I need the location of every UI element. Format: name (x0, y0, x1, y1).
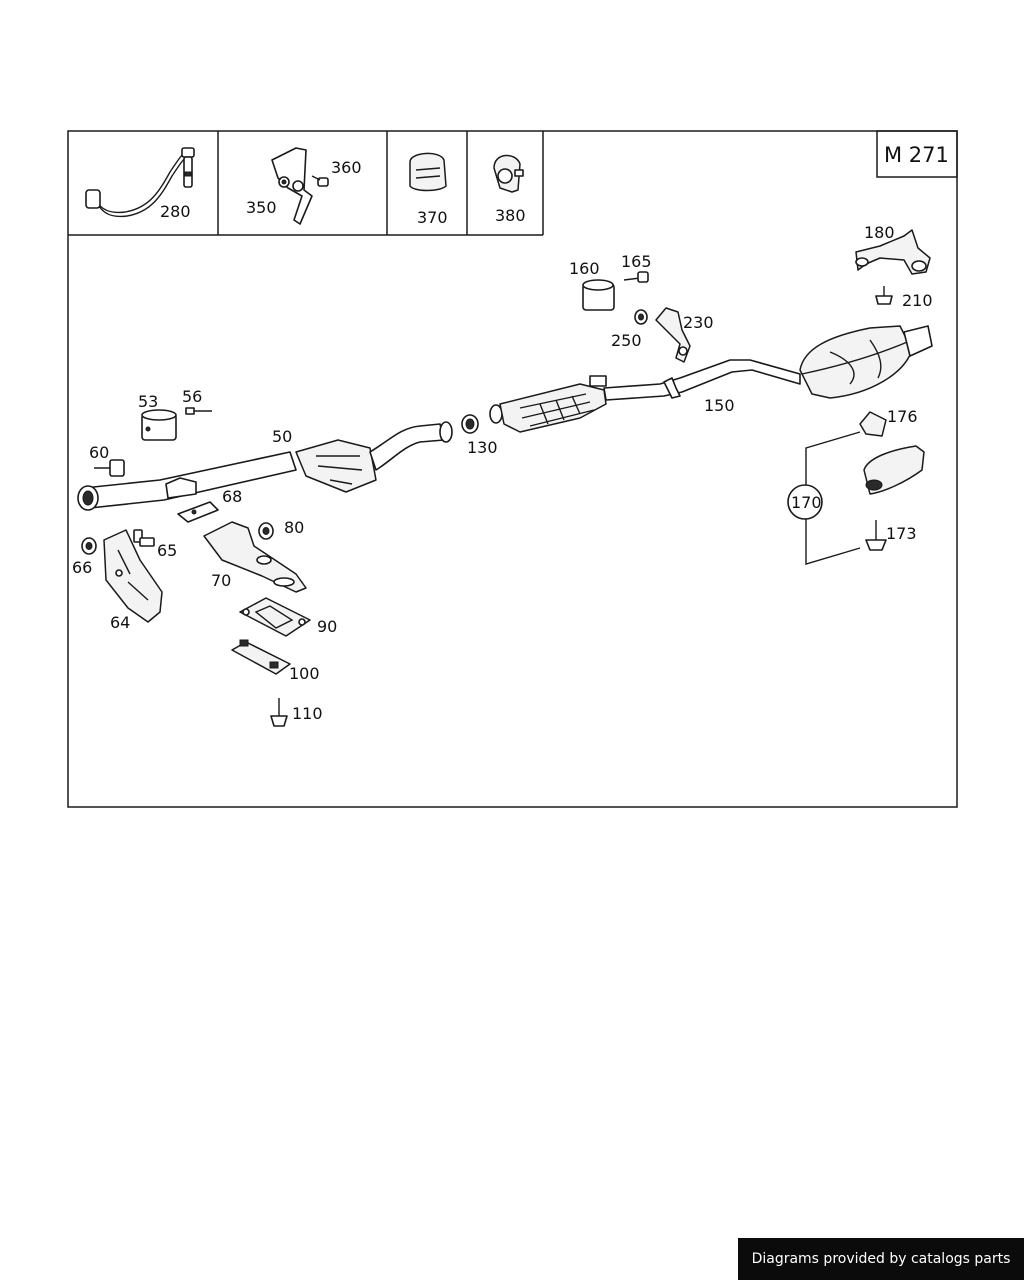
clamp-370-part (409, 152, 447, 192)
clamp-130-part (461, 414, 479, 434)
label-56: 56 (182, 387, 202, 406)
label-170: 170 (791, 493, 822, 512)
diagram-frame (67, 130, 958, 808)
label-165: 165 (621, 252, 652, 271)
nut-80-part (258, 522, 274, 540)
bolt-360-part (311, 175, 329, 187)
bracket-350-part (271, 147, 313, 225)
label-250: 250 (611, 331, 642, 350)
bolt-110-part (270, 698, 288, 727)
label-68: 68 (222, 487, 242, 506)
label-70: 70 (211, 571, 231, 590)
label-210: 210 (902, 291, 933, 310)
label-90: 90 (317, 617, 337, 636)
plate-90-part (239, 597, 311, 637)
label-53: 53 (138, 392, 158, 411)
label-150: 150 (704, 396, 735, 415)
nut-66-part (81, 537, 97, 555)
label-50: 50 (272, 427, 292, 446)
label-100: 100 (289, 664, 320, 683)
label-66: 66 (72, 558, 92, 577)
label-80: 80 (284, 518, 304, 537)
label-280: 280 (160, 202, 191, 221)
tailpipe-trim-part (863, 445, 925, 495)
label-370: 370 (417, 208, 448, 227)
clamp-380-part (493, 154, 524, 193)
screw-173-part (865, 520, 887, 551)
rubber-mount-160-part (582, 279, 615, 311)
label-230: 230 (683, 313, 714, 332)
diagram-code-box (876, 130, 958, 178)
bracket-230-part (655, 307, 691, 363)
label-64: 64 (110, 613, 130, 632)
label-160: 160 (569, 259, 600, 278)
heat-shield-64-part (103, 529, 163, 623)
hanger-strap-70-part (203, 521, 307, 593)
front-pipe-50-part (77, 421, 453, 511)
label-176: 176 (887, 407, 918, 426)
label-65: 65 (157, 541, 177, 560)
bolt-210-part (875, 286, 893, 305)
clip-68-part (177, 501, 219, 523)
label-60: 60 (89, 443, 109, 462)
diagram-code: M 271 (884, 143, 949, 167)
tailpipe-group-170 (787, 431, 861, 565)
oxygen-sensor-part (85, 147, 195, 218)
rear-muffler-part (799, 325, 933, 399)
clip-176-part (859, 411, 887, 437)
label-130: 130 (467, 438, 498, 457)
label-380: 380 (495, 206, 526, 225)
bolt-60-part (94, 459, 125, 477)
bolt-165-part (623, 271, 649, 283)
hanger-180-part (855, 229, 931, 275)
bolt-56-part (185, 407, 212, 415)
label-180: 180 (864, 223, 895, 242)
label-173: 173 (886, 524, 917, 543)
middle-pipe-150-part (489, 359, 801, 433)
plate-100-part (231, 639, 291, 675)
label-350: 350 (246, 198, 277, 217)
stud-65-part (133, 529, 155, 547)
footer-credit: Diagrams provided by catalogs parts (738, 1238, 1024, 1280)
rubber-mount-53-part (141, 409, 177, 441)
label-110: 110 (292, 704, 323, 723)
nut-250-part (634, 309, 648, 325)
label-360: 360 (331, 158, 362, 177)
